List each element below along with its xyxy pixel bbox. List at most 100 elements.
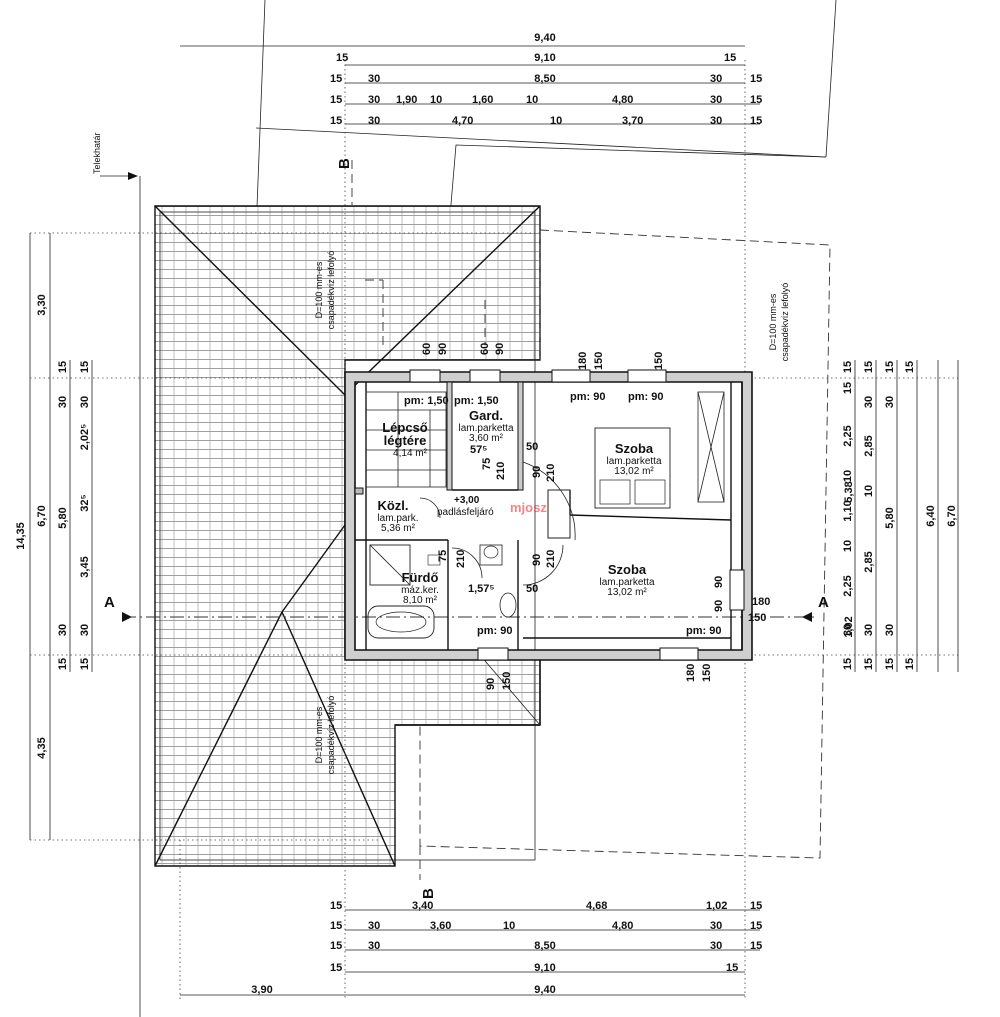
ol-w90c: 90 — [713, 576, 725, 588]
top-dim-r3-f: 10 — [526, 94, 538, 106]
right-dim-c5-2: 6,40 — [925, 505, 937, 526]
top-dim-r2-e: 15 — [750, 73, 762, 85]
left-dim-outer-2: 6,70 — [36, 505, 48, 526]
ol-d210d: 210 — [545, 550, 557, 568]
left-dim-inner-2: 30 — [79, 396, 91, 408]
room-floor-wardrobe: lam.parketta — [458, 423, 513, 434]
bot-dim-r3-a: 15 — [330, 962, 342, 974]
bot-dim-r0-e: 15 — [750, 900, 762, 912]
ol-d210b: 210 — [545, 464, 557, 482]
bot-dim-r4-b: 9,40 — [534, 984, 555, 996]
pm-label-6: pm: 90 — [686, 625, 721, 637]
right-dim-c1-4: 10 — [842, 470, 854, 482]
section-mark-b-bottom: B — [420, 888, 437, 899]
ol-w60b: 60 — [479, 343, 491, 355]
top-dim-r1-a: 15 — [336, 52, 348, 64]
bot-dim-r1-g: 15 — [750, 920, 762, 932]
top-dim-r4-c: 4,70 — [452, 115, 473, 127]
right-dim-c1-1: 15 — [842, 361, 854, 373]
room-name-stair: Lépcső — [382, 420, 428, 435]
top-dim-r4-b: 30 — [368, 115, 380, 127]
ol-d90c: 90 — [485, 678, 497, 690]
bot-dim-r0-a: 15 — [330, 900, 342, 912]
room-area-hall: 5,36 m² — [381, 523, 416, 534]
room-name-bath: Fürdő — [402, 570, 439, 585]
pm-label-2: pm: 1,50 — [454, 395, 499, 407]
ol-w90d: 90 — [713, 600, 725, 612]
dim-5-38: 5,38 — [843, 481, 855, 502]
right-dim-c4-2: 30 — [884, 396, 896, 408]
right-dim-c1-9: 15 — [842, 658, 854, 670]
right-dim-c1-3: 2,25 — [842, 425, 854, 446]
ol-w150c: 150 — [748, 612, 766, 624]
attic-hatch-label: padlásfeljáró — [437, 507, 494, 518]
bot-dim-r0-b: 3,40 — [412, 900, 433, 912]
room-name-stair-2: légtére — [384, 433, 427, 448]
bathroom-fixtures — [367, 544, 517, 639]
left-dim-outer-1: 3,30 — [36, 294, 48, 315]
value-1-57-5: 1,57⁵ — [468, 583, 495, 595]
value-57-5: 57⁵ — [470, 444, 487, 456]
ol-d90b: 90 — [531, 554, 543, 566]
dimension-lines — [29, 45, 959, 996]
staircase — [365, 391, 447, 488]
top-dimension-text: 9,40 15 9,10 15 15 30 8,50 30 15 15 30 1… — [330, 32, 762, 127]
left-dimension-text: 14,35 3,30 6,70 4,35 15 30 5,80 30 15 15… — [15, 294, 91, 758]
top-dim-r2-c: 8,50 — [534, 73, 555, 85]
right-dim-c3-5: 2,85 — [863, 551, 875, 572]
bot-dim-r3-b: 9,10 — [534, 962, 555, 974]
bot-dim-r0-d: 1,02 — [706, 900, 727, 912]
pm-label-1: pm: 1,50 — [404, 395, 449, 407]
bot-dim-r2-a: 15 — [330, 940, 342, 952]
bathtub — [367, 605, 435, 639]
right-dim-c3-6: 30 — [863, 624, 875, 636]
room-floor-bedroom-2: lam.parketta — [599, 577, 654, 588]
level-mark: +3,00 — [454, 495, 480, 506]
ol-d75a: 75 — [481, 458, 493, 470]
left-dim-mid-4: 30 — [57, 624, 69, 636]
left-dim-inner-3: 2,02⁵ — [79, 424, 91, 451]
room-area-bedroom-2: 13,02 m² — [607, 587, 647, 598]
walls — [344, 371, 753, 661]
top-dim-r1-c: 15 — [724, 52, 736, 64]
left-dim-mid-2: 30 — [57, 396, 69, 408]
section-mark-b-top: B — [336, 158, 353, 169]
top-dim-r2-b: 30 — [368, 73, 380, 85]
openings — [365, 279, 745, 661]
ol-w150d: 150 — [701, 664, 713, 682]
ol-d50b: 50 — [526, 583, 538, 595]
downpipe-note-3a: D=100 mm-es — [768, 293, 778, 350]
top-dim-r3-a: 15 — [330, 94, 342, 106]
right-dim-c5-3: 15 — [904, 658, 916, 670]
bed — [594, 427, 671, 509]
bot-dim-r2-c: 8,50 — [534, 940, 555, 952]
bot-dim-r1-a: 15 — [330, 920, 342, 932]
bot-dim-r1-f: 30 — [710, 920, 722, 932]
right-dim-c6-1: 6,70 — [946, 505, 958, 526]
section-mark-a-right: A — [818, 594, 829, 611]
room-name-wardrobe: Gard. — [469, 408, 503, 423]
room-name-hall: Közl. — [377, 498, 408, 513]
plot-boundary-label: Telekhatár — [92, 132, 102, 174]
room-floor-bedroom-1: lam.parketta — [606, 456, 661, 467]
right-dim-c3-1: 15 — [863, 361, 875, 373]
room-labels: Lépcső légtére 4,14 m² Gard. lam.parkett… — [377, 408, 662, 606]
left-dim-inner-4: 32⁵ — [79, 494, 91, 511]
bot-dim-r4-a: 3,90 — [251, 984, 272, 996]
toilet — [479, 544, 503, 566]
top-dim-total: 9,40 — [534, 32, 555, 44]
left-dim-mid-3: 5,80 — [57, 507, 69, 528]
top-dim-r3-h: 30 — [710, 94, 722, 106]
sink — [499, 592, 517, 618]
bot-dim-r3-c: 15 — [726, 962, 738, 974]
dim-1-02: 1,02 — [843, 616, 855, 637]
room-area-bath: 8,10 m² — [403, 595, 438, 606]
left-dim-mid-1: 15 — [57, 361, 69, 373]
watermark: mjosz — [510, 500, 547, 515]
left-dim-total: 14,35 — [15, 522, 27, 550]
bot-dim-r2-d: 30 — [710, 940, 722, 952]
top-dim-r3-i: 15 — [750, 94, 762, 106]
bot-dim-r1-d: 10 — [503, 920, 515, 932]
top-dim-r3-d: 10 — [430, 94, 442, 106]
